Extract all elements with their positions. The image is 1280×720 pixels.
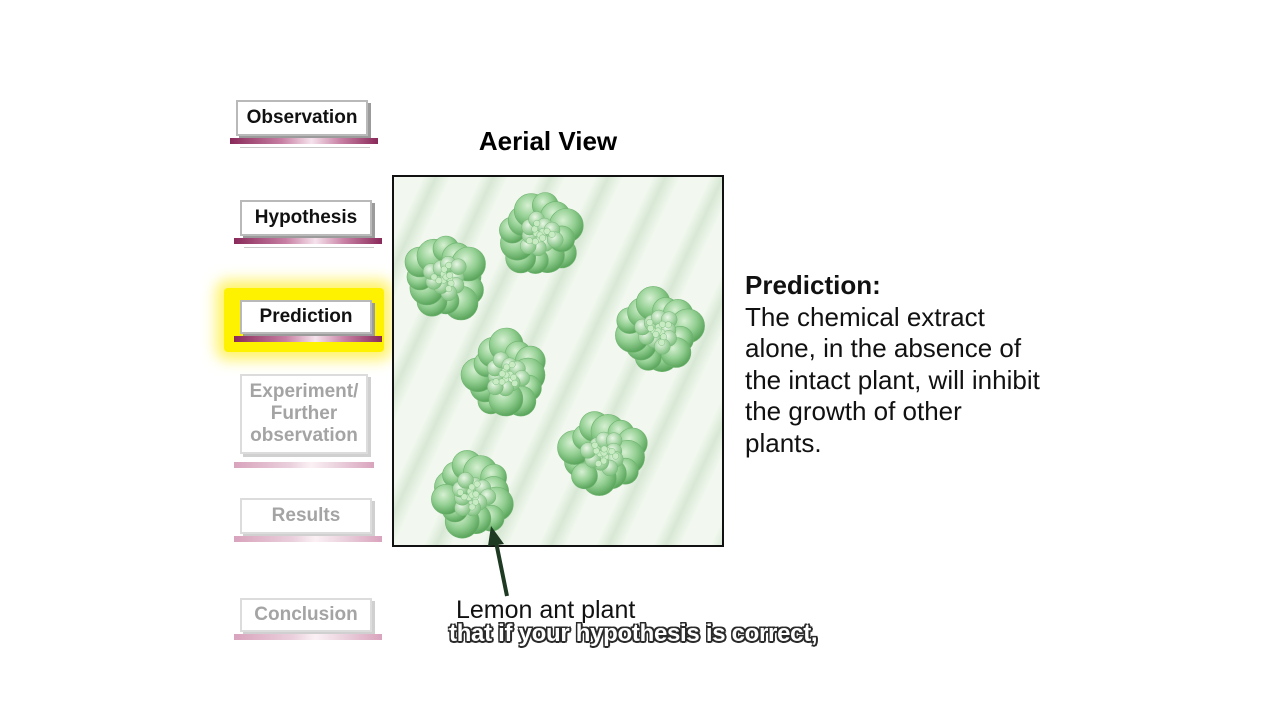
lemon-ant-plant — [615, 286, 705, 372]
aerial-plants-drawing — [404, 192, 705, 539]
lemon-ant-plant — [431, 450, 514, 539]
lemon-ant-plant — [499, 192, 584, 274]
step-conclusion-label: Conclusion — [254, 604, 358, 625]
step-hypothesis-bar — [234, 238, 382, 244]
step-prediction-bar — [234, 336, 382, 342]
lemon-ant-plant-label: Lemon ant plant — [456, 596, 636, 624]
step-conclusion-bar — [234, 634, 382, 640]
step-experiment-bar — [234, 462, 374, 468]
step-conclusion-box[interactable]: Conclusion — [240, 598, 372, 632]
step-prediction-label: Prediction — [259, 306, 353, 327]
step-hypothesis-label: Hypothesis — [254, 207, 358, 228]
step-results-label: Results — [271, 505, 341, 526]
step-experiment-label: Experiment/ Further observation — [249, 381, 359, 446]
step-prediction-box[interactable]: Prediction — [240, 300, 372, 334]
prediction-text: Prediction: The chemical extract alone, … — [745, 270, 1045, 459]
prediction-heading: Prediction: — [745, 270, 881, 300]
step-results-box[interactable]: Results — [240, 498, 372, 534]
aerial-view-panel — [392, 175, 724, 547]
aerial-view-title: Aerial View — [478, 126, 618, 156]
step-observation-bar — [230, 138, 378, 144]
lemon-ant-plant — [404, 235, 486, 321]
step-observation-label: Observation — [246, 107, 358, 128]
step-observation-box[interactable]: Observation — [236, 100, 368, 136]
lemon-ant-plant — [460, 327, 546, 417]
video-caption: that if your hypothesis is correct, — [449, 620, 818, 647]
step-hypothesis-box[interactable]: Hypothesis — [240, 200, 372, 236]
step-observation-line — [240, 147, 370, 148]
lemon-ant-plant — [557, 411, 648, 496]
prediction-body: The chemical extract alone, in the absen… — [745, 301, 1040, 458]
step-results-bar — [234, 536, 382, 542]
step-experiment-box[interactable]: Experiment/ Further observation — [240, 374, 368, 454]
step-hypothesis-line — [244, 247, 374, 248]
pointer-arrow-icon — [488, 526, 509, 597]
